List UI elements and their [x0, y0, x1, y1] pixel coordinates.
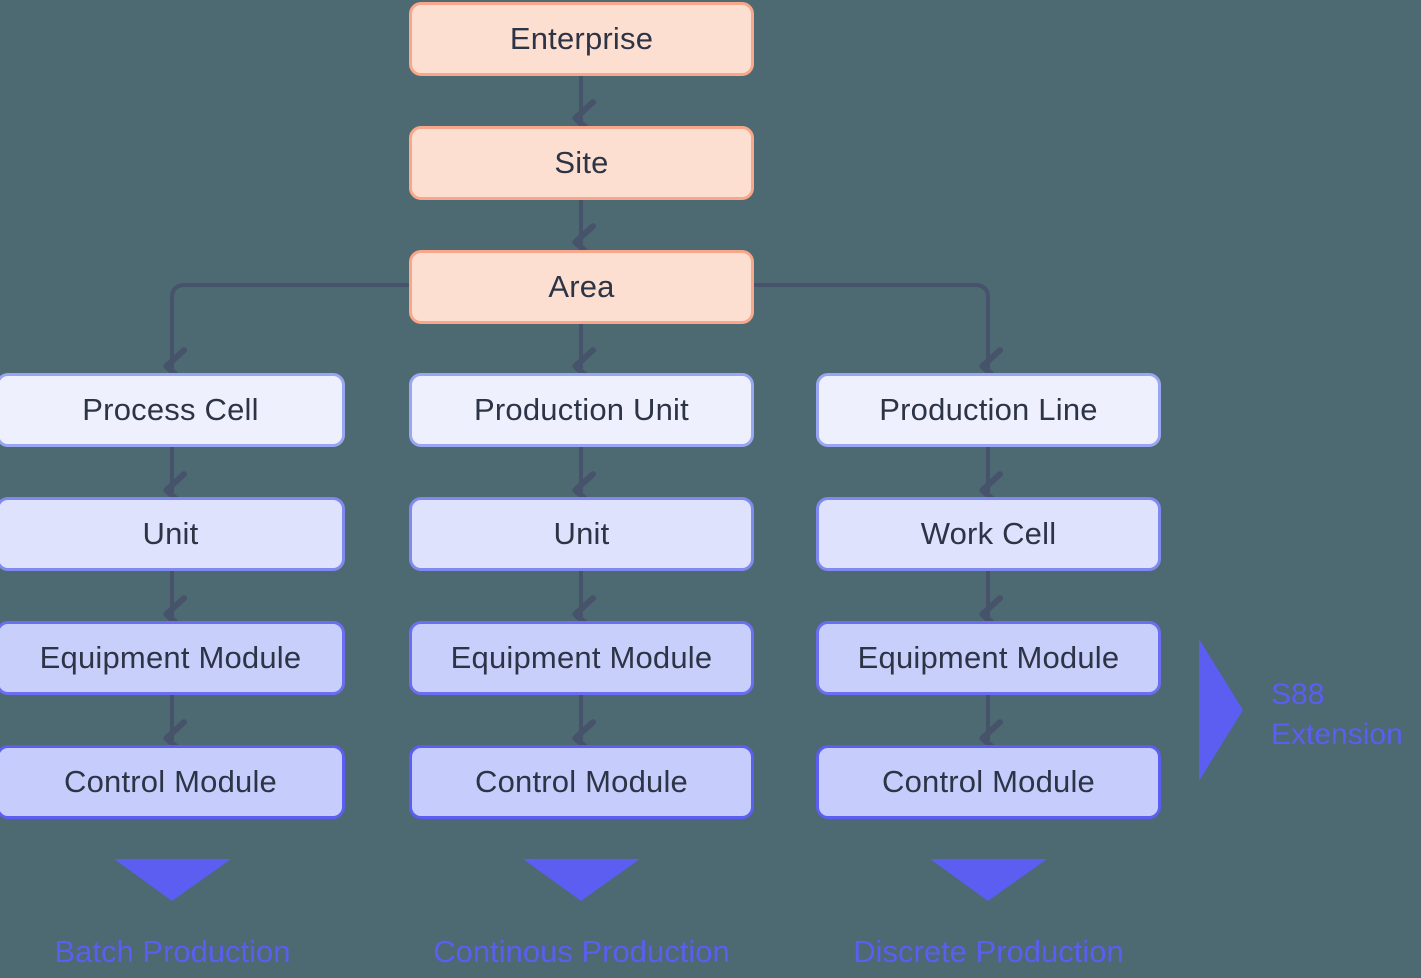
- node-control-module-batch-label: Control Module: [63, 764, 278, 799]
- node-unit-continuous-label: Unit: [553, 516, 610, 551]
- node-control-module-batch[interactable]: Control Module: [0, 745, 345, 819]
- node-unit-batch[interactable]: Unit: [0, 497, 345, 571]
- node-site[interactable]: Site: [409, 126, 754, 200]
- node-enterprise-label: Enterprise: [509, 21, 654, 56]
- node-equipment-module-discrete[interactable]: Equipment Module: [816, 621, 1161, 695]
- node-equipment-module-discrete-label: Equipment Module: [857, 640, 1120, 675]
- s88-extension-line2: Extension: [1271, 718, 1403, 751]
- node-production-line-label: Production Line: [879, 392, 1098, 427]
- node-control-module-continuous[interactable]: Control Module: [409, 745, 754, 819]
- node-process-cell-label: Process Cell: [82, 392, 259, 427]
- node-production-unit[interactable]: Production Unit: [409, 373, 754, 447]
- node-production-unit-label: Production Unit: [474, 392, 689, 427]
- outcome-arrow-discrete: [930, 859, 1047, 901]
- node-equipment-module-continuous-label: Equipment Module: [450, 640, 713, 675]
- node-work-cell[interactable]: Work Cell: [816, 497, 1161, 571]
- node-process-cell[interactable]: Process Cell: [0, 373, 345, 447]
- outcome-arrow-batch: [114, 859, 231, 901]
- s88-extension-label: S88 Extension: [1271, 675, 1403, 755]
- outcome-arrow-continuous: [523, 859, 640, 901]
- outcome-label-batch: Batch Production: [54, 934, 291, 969]
- node-equipment-module-continuous[interactable]: Equipment Module: [409, 621, 754, 695]
- edge-area-production-line: [752, 283, 1003, 386]
- edge-area-process-cell: [163, 283, 411, 386]
- node-area[interactable]: Area: [409, 250, 754, 324]
- node-control-module-continuous-label: Control Module: [474, 764, 689, 799]
- node-production-line[interactable]: Production Line: [816, 373, 1161, 447]
- node-control-module-discrete-label: Control Module: [881, 764, 1096, 799]
- node-area-label: Area: [548, 269, 615, 304]
- node-control-module-discrete[interactable]: Control Module: [816, 745, 1161, 819]
- s88-extension-arrow: [1199, 639, 1243, 781]
- outcome-label-discrete: Discrete Production: [853, 934, 1124, 969]
- node-work-cell-label: Work Cell: [920, 516, 1057, 551]
- node-unit-batch-label: Unit: [142, 516, 199, 551]
- node-unit-continuous[interactable]: Unit: [409, 497, 754, 571]
- node-site-label: Site: [554, 145, 609, 180]
- node-equipment-module-batch[interactable]: Equipment Module: [0, 621, 345, 695]
- outcome-label-continuous: Continous Production: [433, 934, 730, 969]
- s88-extension-line1: S88: [1271, 678, 1325, 711]
- node-enterprise[interactable]: Enterprise: [409, 2, 754, 76]
- node-equipment-module-batch-label: Equipment Module: [39, 640, 302, 675]
